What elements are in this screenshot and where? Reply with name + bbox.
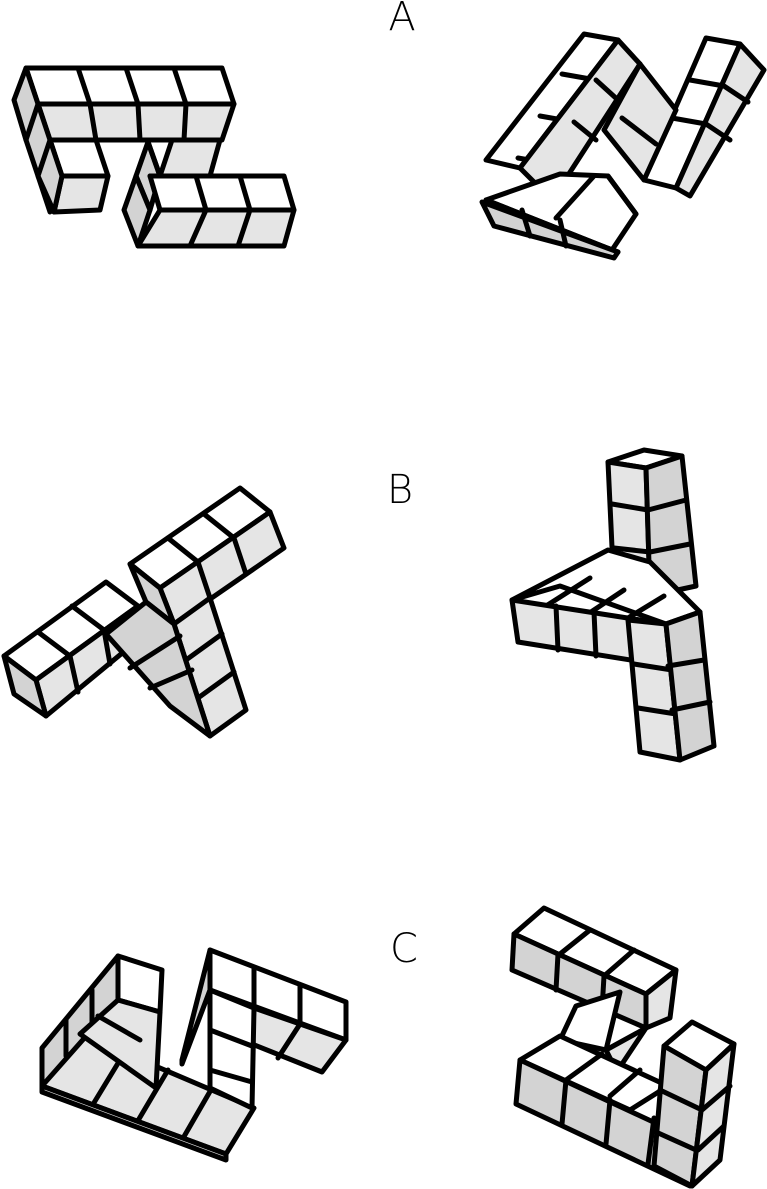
pair-label-c: C <box>390 926 418 972</box>
shape-c-left <box>39 947 349 1163</box>
pair-label-a: A <box>388 0 415 40</box>
shape-a-left <box>11 65 297 249</box>
shape-b-right <box>509 447 717 763</box>
shape-b-left <box>1 485 287 739</box>
shape-c-right <box>509 905 737 1189</box>
pair-label-b: B <box>387 467 413 513</box>
shape-a-right <box>479 31 767 261</box>
